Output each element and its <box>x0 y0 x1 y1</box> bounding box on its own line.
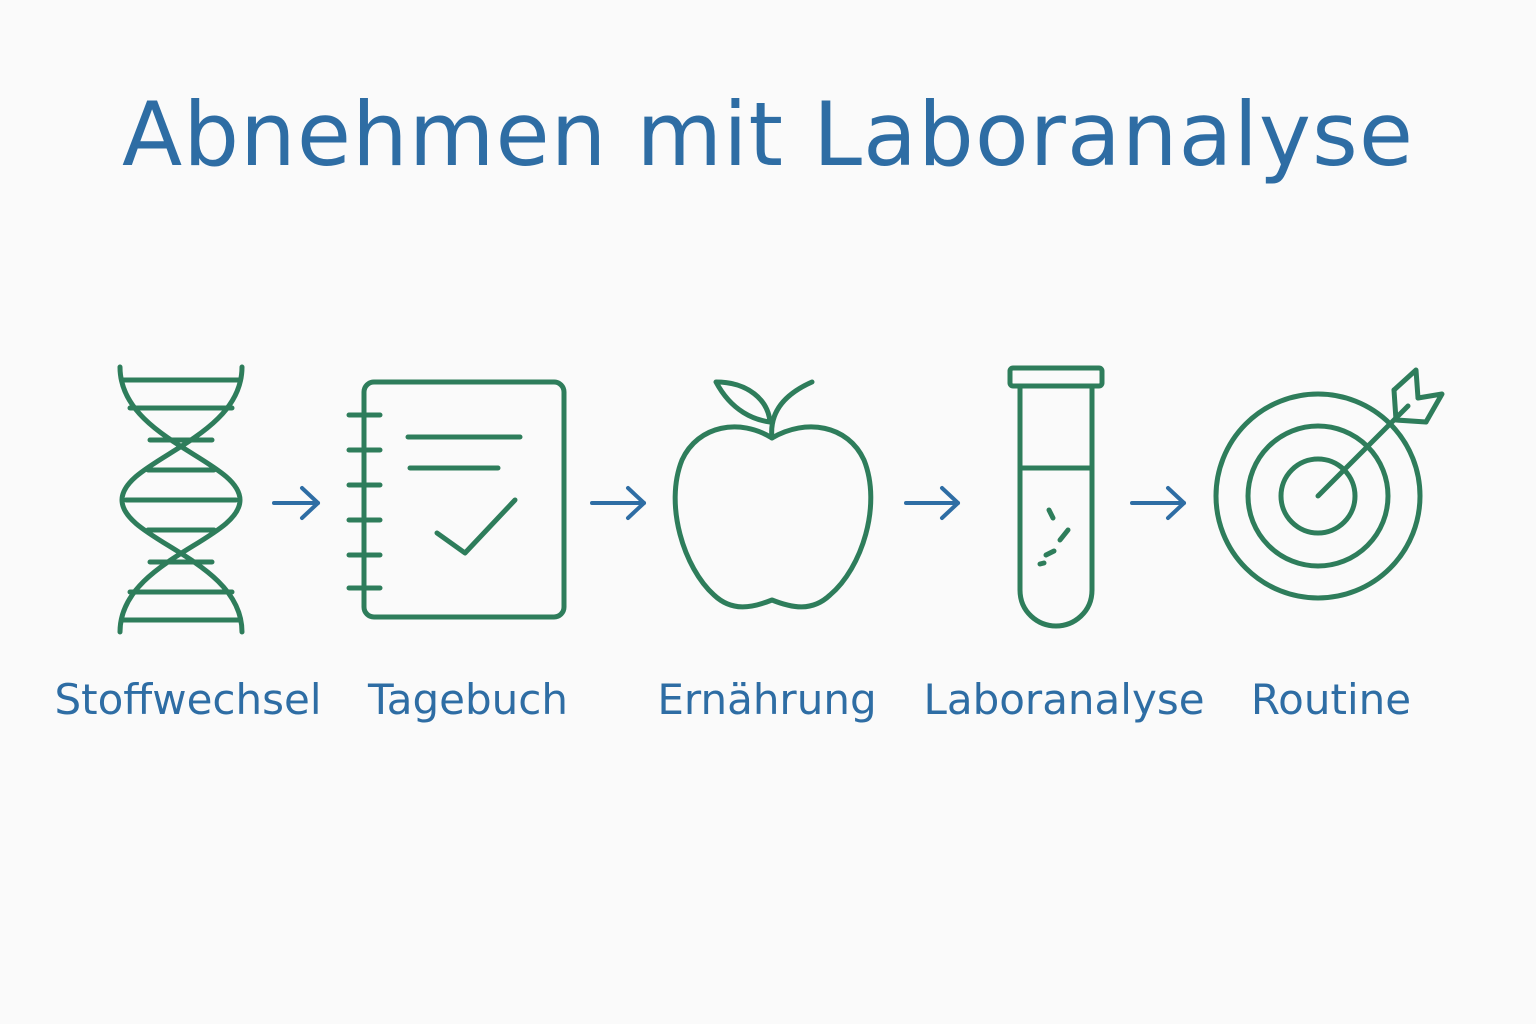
step-label-tagebuch: Tagebuch <box>368 675 568 724</box>
step-label-ernaehrung: Ernährung <box>657 675 877 724</box>
step-label-routine: Routine <box>1250 675 1412 724</box>
target-arrow-icon <box>1213 367 1445 601</box>
arrow-right-icon <box>904 486 960 520</box>
arrow-right-icon <box>272 486 320 520</box>
arrow-right-icon <box>1130 486 1186 520</box>
test-tube-icon <box>1007 365 1105 629</box>
dna-icon <box>117 364 245 635</box>
process-flow <box>117 364 1445 635</box>
apple-icon <box>672 379 874 610</box>
step-label-stoffwechsel: Stoffwechsel <box>54 675 322 724</box>
page-title: Abnehmen mit Laboranalyse <box>122 83 1414 186</box>
notebook-check-icon <box>346 379 567 620</box>
arrow-right-icon <box>590 486 646 520</box>
step-label-laboranalyse: Laboranalyse <box>923 675 1205 724</box>
